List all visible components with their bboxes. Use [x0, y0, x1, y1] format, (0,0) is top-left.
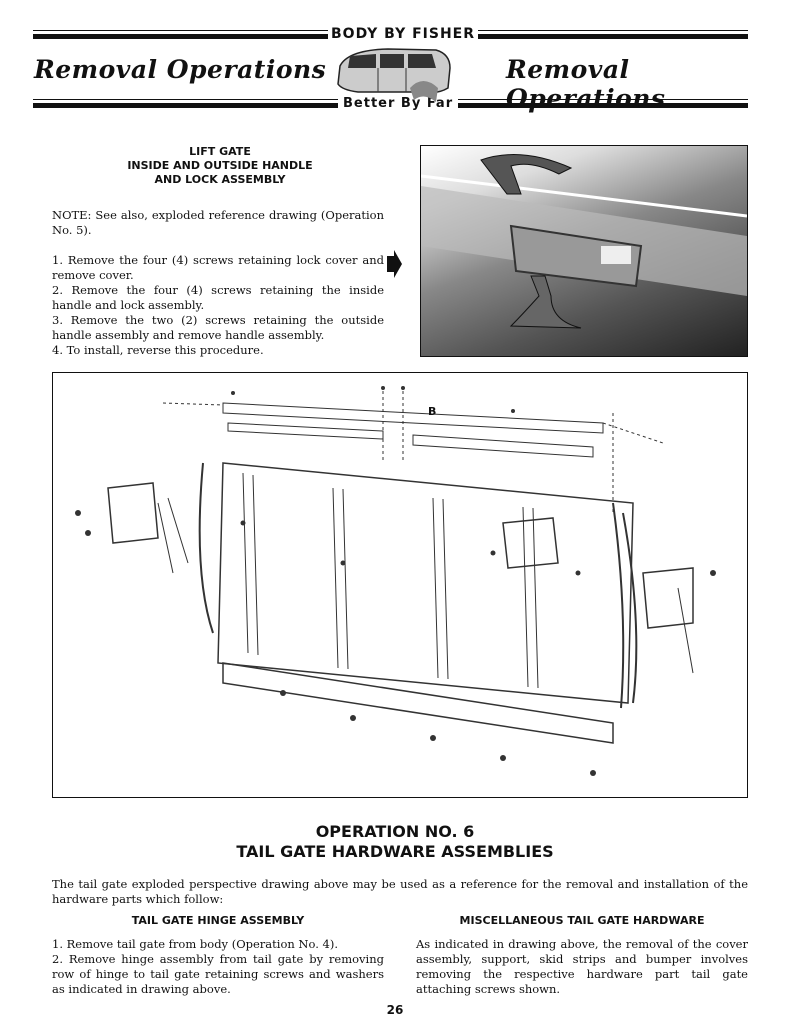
step: 1. Remove the four (4) screws retaining …: [52, 253, 384, 282]
step: 4. To install, reverse this procedure.: [52, 343, 264, 357]
lift-gate-note: NOTE: See also, exploded reference drawi…: [52, 208, 384, 237]
heading-line: LIFT GATE: [189, 145, 251, 158]
callout-label-b: B: [428, 405, 437, 418]
lock-handle-photo: [420, 145, 748, 357]
misc-text: As indicated in drawing above, the remov…: [416, 937, 748, 996]
banner-body-by-fisher: BODY BY FISHER: [328, 26, 479, 42]
right-title: Removal Operations: [506, 55, 666, 113]
hinge-steps: 1. Remove tail gate from body (Operation…: [52, 937, 384, 997]
arrow-right-icon: [387, 250, 402, 278]
operation-number: OPERATION NO. 6: [315, 822, 475, 841]
station-wagon-logo-icon: [337, 48, 451, 102]
step: 3. Remove the two (2) screws retaining t…: [52, 313, 384, 342]
header-rule-top-left: [33, 30, 328, 39]
hinge-heading: TAIL GATE HINGE ASSEMBLY: [131, 914, 305, 927]
step: 2. Remove hinge assembly from tail gate …: [52, 952, 384, 996]
header-rule-top-right: [463, 30, 748, 39]
page-number: 26: [386, 1003, 404, 1017]
operation-intro: The tail gate exploded perspective drawi…: [52, 877, 748, 906]
heading-line: INSIDE AND OUTSIDE HANDLE: [127, 159, 313, 172]
left-title: Removal Operations: [34, 55, 327, 84]
heading-line: AND LOCK ASSEMBLY: [154, 173, 286, 186]
operation-title: TAIL GATE HARDWARE ASSEMBLIES: [236, 842, 554, 861]
header-rule-bottom-right: [458, 99, 748, 108]
operation-heading: OPERATION NO. 6 TAIL GATE HARDWARE ASSEM…: [200, 822, 590, 862]
banner-better-by-far: Better By Far: [340, 96, 457, 111]
lift-gate-heading: LIFT GATE INSIDE AND OUTSIDE HANDLE AND …: [100, 145, 340, 187]
lift-gate-steps: 1. Remove the four (4) screws retaining …: [52, 253, 384, 358]
step: 1. Remove tail gate from body (Operation…: [52, 937, 338, 951]
misc-heading: MISCELLANEOUS TAIL GATE HARDWARE: [459, 914, 705, 927]
tail-gate-exploded-diagram: B: [52, 372, 748, 798]
step: 2. Remove the four (4) screws retaining …: [52, 283, 384, 312]
header-rule-bottom-left: [33, 99, 338, 108]
